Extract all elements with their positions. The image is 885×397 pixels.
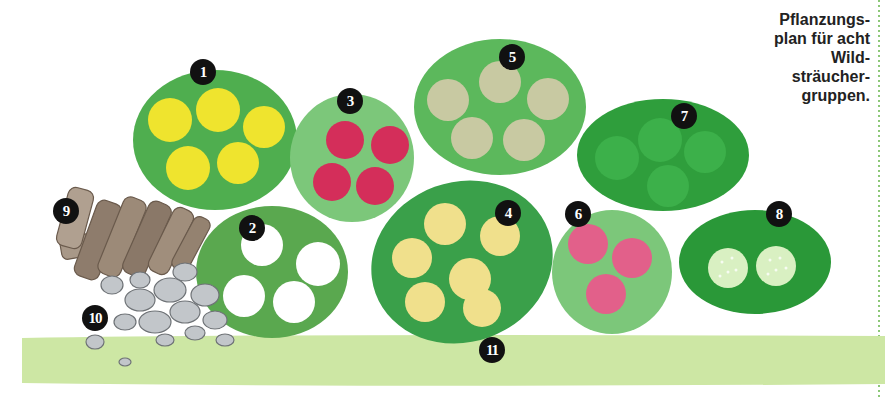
callout-number: 1: [190, 59, 216, 85]
callout-number: 8: [766, 201, 792, 227]
callout-number: 6: [565, 201, 591, 227]
callout-number: 9: [53, 198, 79, 224]
callout-number: 5: [499, 44, 525, 70]
plan-title: Pflanzungs- plan für acht Wild- sträuche…: [774, 10, 870, 105]
callout-number: 7: [671, 103, 697, 129]
callout-number: 11: [479, 337, 505, 363]
callout-number: 4: [495, 200, 521, 226]
callout-number: 2: [239, 215, 265, 241]
callout-number: 10: [82, 305, 108, 331]
callout-number: 3: [337, 88, 363, 114]
